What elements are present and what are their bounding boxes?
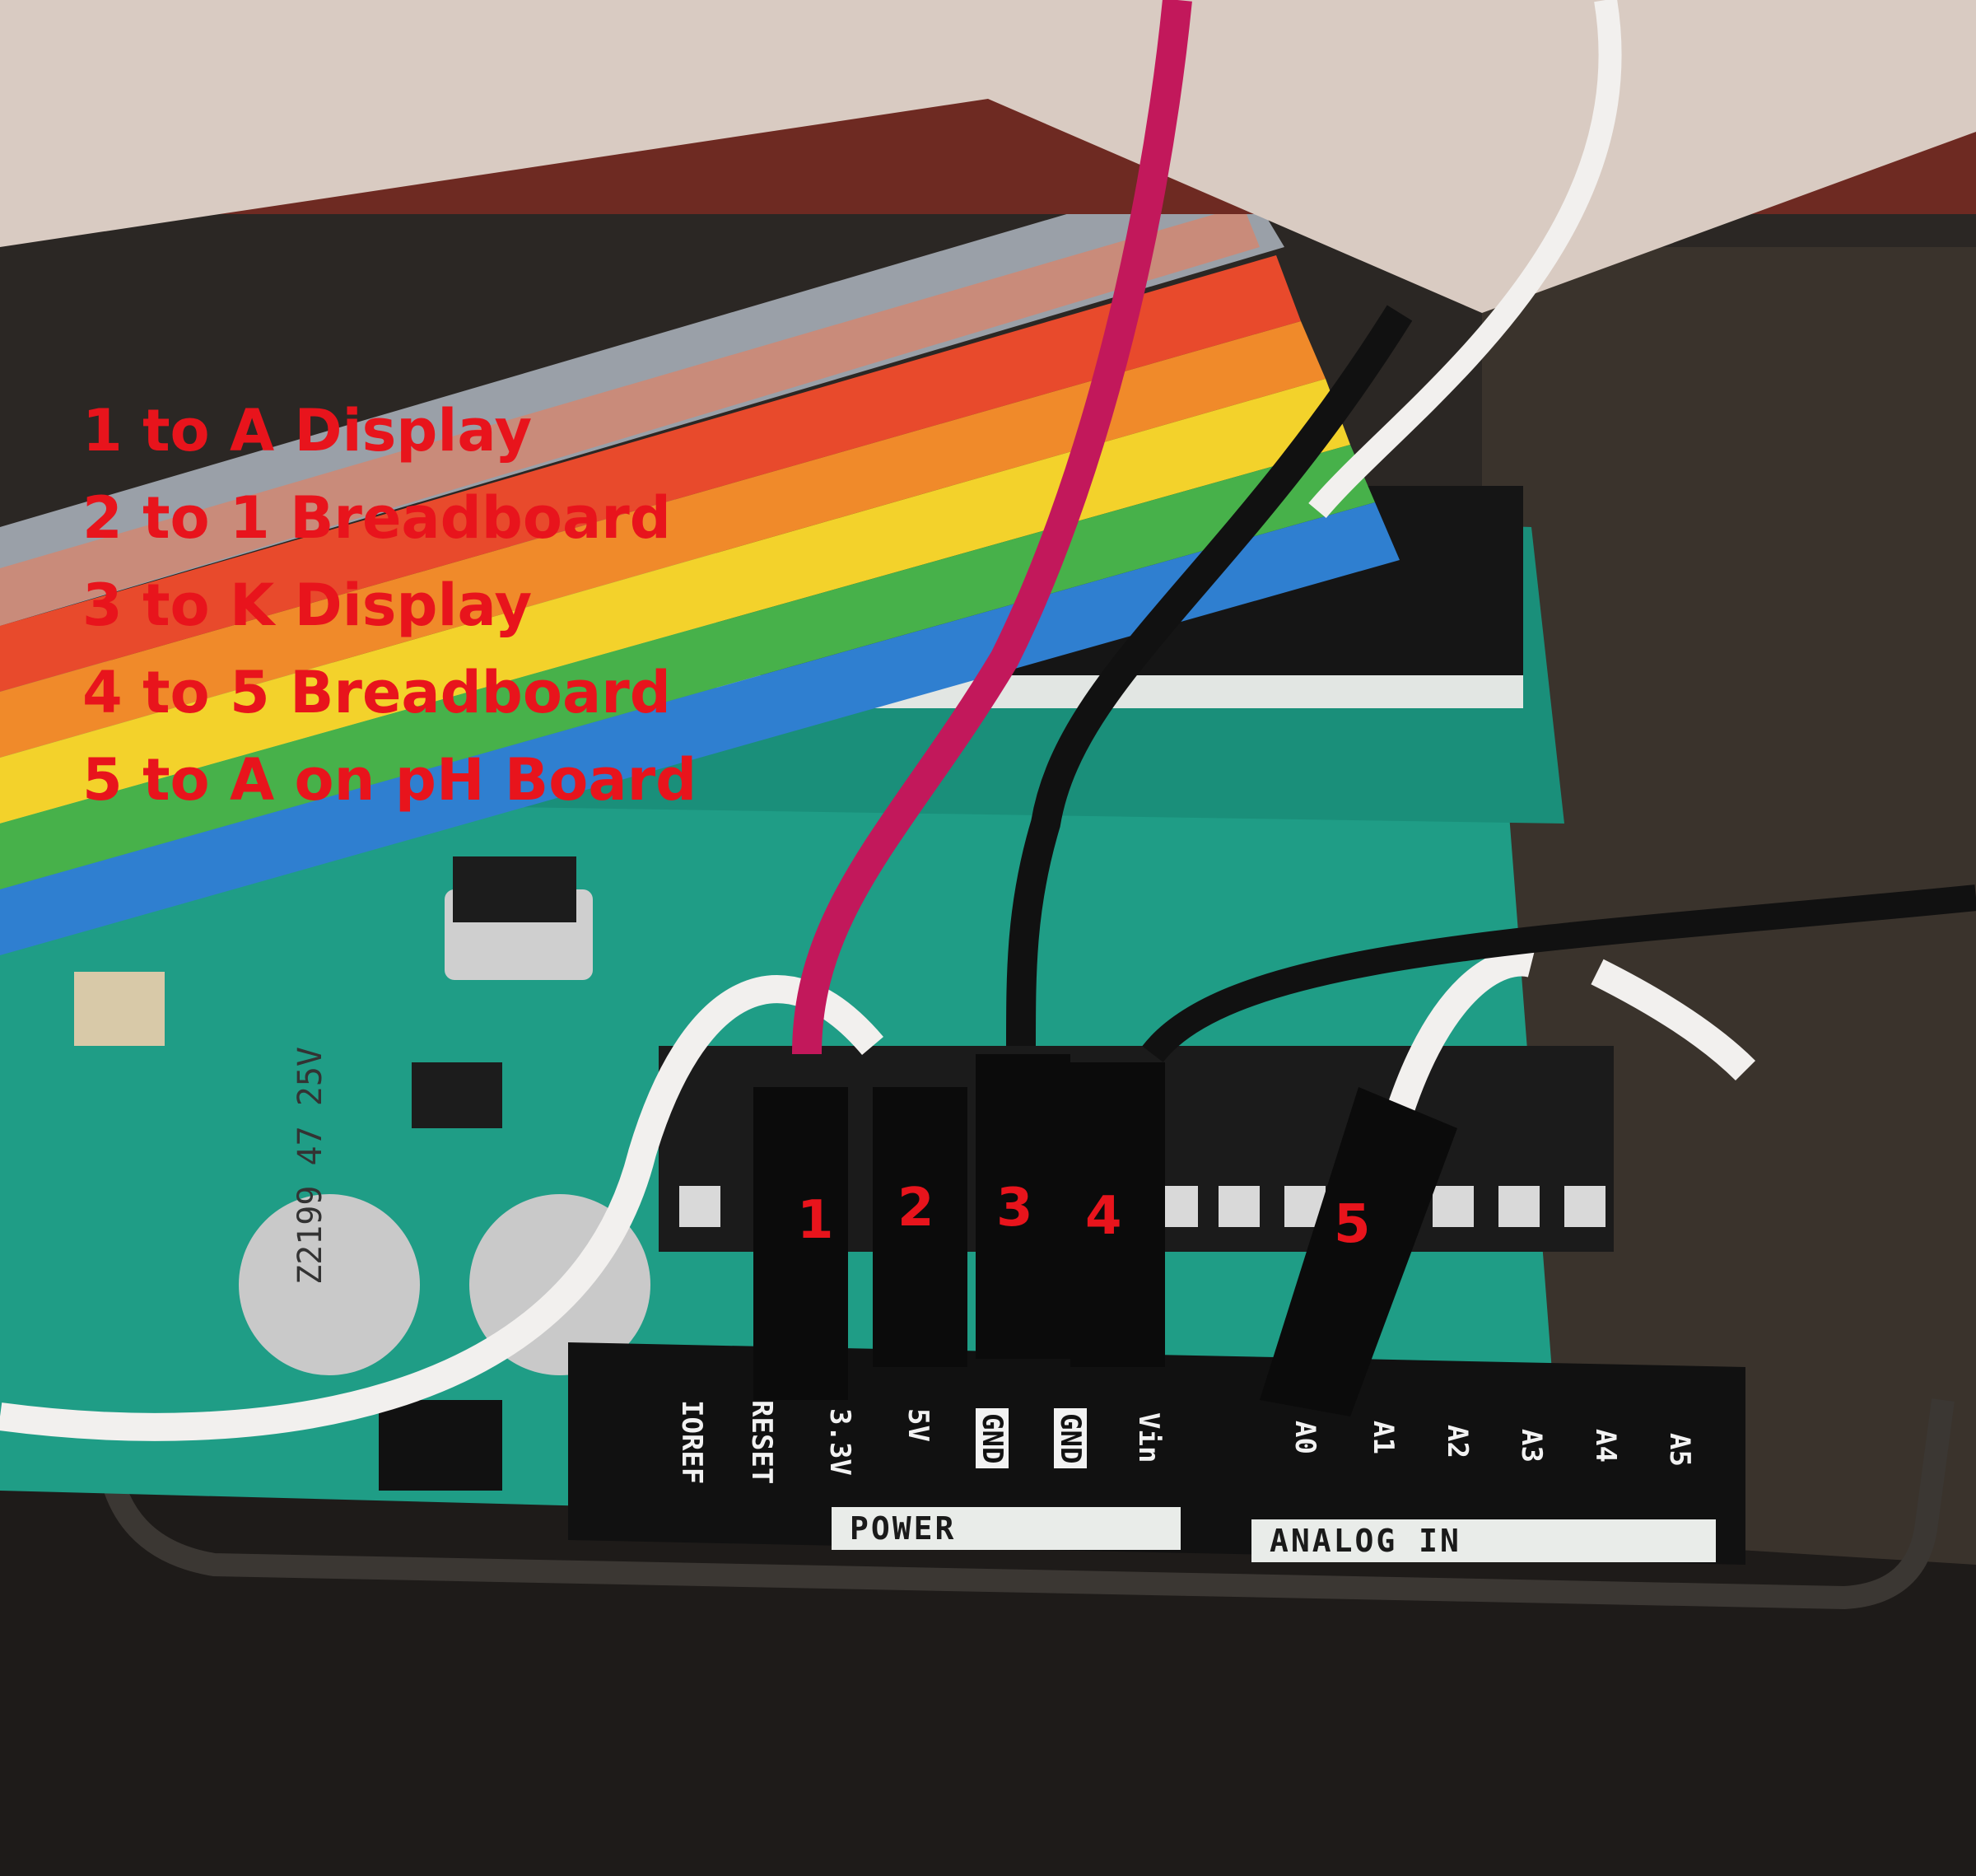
pin-label-gnd-2: GND [1054, 1408, 1087, 1469]
wire-number-2: 2 [897, 1178, 934, 1239]
wire-number-3: 3 [996, 1178, 1033, 1239]
pin-label-a2: A2 [1441, 1425, 1474, 1458]
capacitor-left [239, 1194, 420, 1375]
connector-2 [873, 1087, 967, 1367]
power-section-label: POWER [832, 1507, 1181, 1550]
legend-line-1: 1 to A Display [82, 397, 533, 464]
wire-number-1: 1 [797, 1190, 834, 1251]
wire-number-5: 5 [1334, 1194, 1371, 1255]
black-wire-3 [1006, 305, 1413, 1047]
connector-1 [753, 1087, 848, 1400]
svg-text:Z2199 47 25V: Z2199 47 25V [291, 1047, 329, 1285]
connector-4 [1070, 1062, 1165, 1367]
white-wire-5 [1386, 948, 1536, 1117]
black-wire-4 [1142, 884, 1976, 1063]
connector-5 [1260, 1087, 1457, 1416]
pin-label-reset: RESET [745, 1400, 778, 1485]
pin-label-vin: Vin [1132, 1412, 1165, 1463]
small-chip [453, 856, 576, 922]
legend-line-2: 2 to 1 Breadboard [82, 484, 671, 552]
pin-label-a5: A5 [1663, 1433, 1696, 1467]
legend-line-5: 5 to A on pH Board [82, 746, 697, 814]
analog-in-section-label: ANALOG IN [1251, 1519, 1716, 1562]
dupont-connectors [753, 1054, 1457, 1416]
pin-label-a1: A1 [1367, 1421, 1400, 1454]
white-wire-2 [0, 975, 883, 1441]
pin-label-gnd-1: GND [976, 1408, 1009, 1469]
pin-label-ioref: IOREF [675, 1400, 708, 1485]
rainbow-ribbon-cable [0, 165, 1400, 955]
wiring-legend: 1 to A Display 2 to 1 Breadboard 3 to K … [82, 387, 697, 824]
pin-label-a0: A0 [1289, 1421, 1321, 1454]
oscillator-component [74, 972, 165, 1046]
pin-label-a3: A3 [1515, 1429, 1548, 1463]
connector-3 [976, 1054, 1070, 1359]
legend-line-4: 4 to 5 Breadboard [82, 659, 671, 726]
wire-number-4: 4 [1085, 1186, 1122, 1247]
pin-label-3v3: 3.3V [823, 1408, 856, 1476]
red-wire-1 [792, 0, 1192, 1055]
legend-line-3: 3 to K Display [82, 572, 533, 639]
pin-label-5v: 5V [902, 1408, 934, 1442]
pin-label-a4: A4 [1589, 1429, 1622, 1463]
enclosure-rim [96, 1398, 1955, 1610]
